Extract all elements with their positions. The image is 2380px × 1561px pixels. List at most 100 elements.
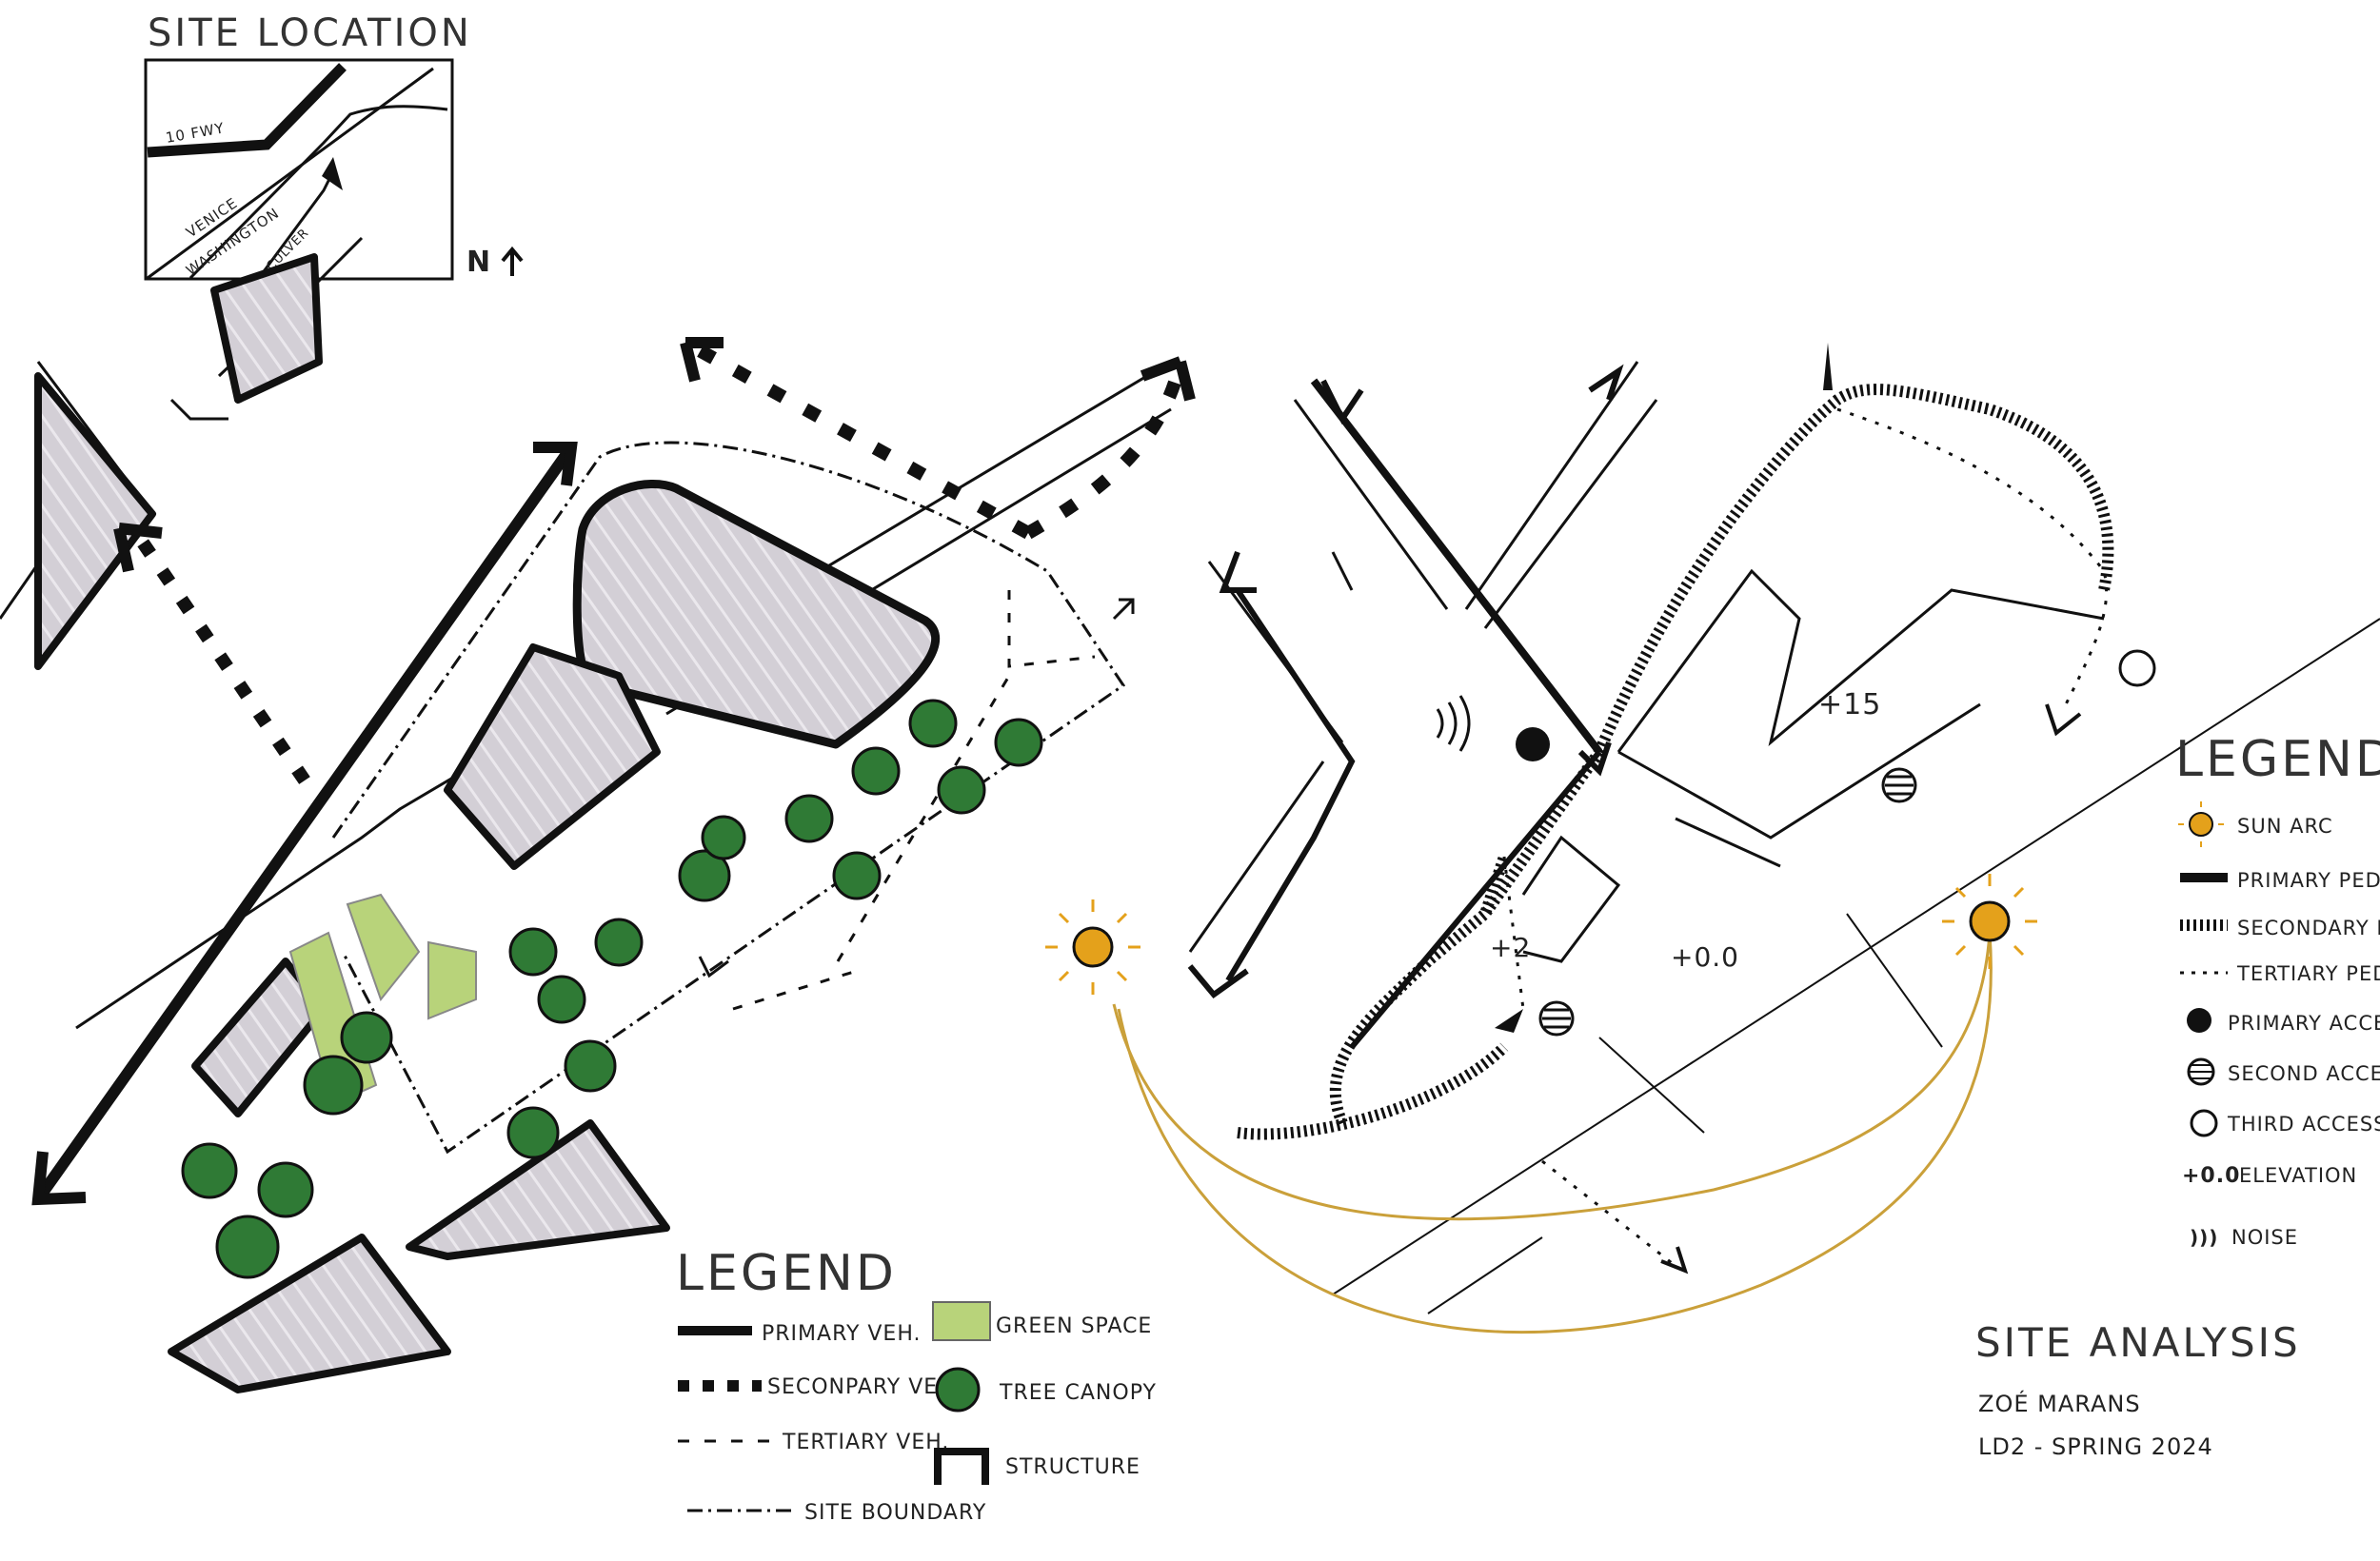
tertiary-pedestrian-arrow-icon <box>1660 1246 1689 1274</box>
tree-canopy <box>564 1039 617 1093</box>
tree-canopy <box>851 746 901 796</box>
tertiary-vehicle-arrow-icon <box>698 956 729 978</box>
tree-canopy-icon <box>935 1367 981 1413</box>
venice-road-line <box>147 67 434 280</box>
secondary-pedestrian-arrow-icon <box>1823 343 1833 390</box>
primary-pedestrian-arrow-icon <box>1577 741 1612 777</box>
secondary-pedestrian-route <box>1237 1042 1509 1140</box>
right-legend-title: LEGEND <box>2175 731 2380 788</box>
right-legend-label: PRIMARY PED. <box>2237 869 2380 892</box>
author-name: ZOÉ MARANS <box>1978 1390 2141 1417</box>
elevation-label: +15 <box>1818 688 1881 721</box>
primary-vehicle-arrow-icon <box>31 1151 87 1206</box>
tree-canopy-group <box>181 699 1043 1279</box>
tree-canopy <box>181 1142 238 1199</box>
structure-block <box>572 479 941 749</box>
secondary-vehicle-arrow-icon <box>113 523 163 573</box>
left-legend-label: PRIMARY VEH. <box>762 1322 921 1346</box>
left-legend: LEGEND PRIMARY VEH. SECONPARY VEH. TERTI… <box>676 1245 1157 1525</box>
left-legend-label: SITE BOUNDARY <box>804 1501 986 1525</box>
elevation-label: +2 <box>1490 932 1531 963</box>
green-space-area <box>427 940 477 1020</box>
primary-pedestrian-route <box>1349 750 1602 1049</box>
north-label: N <box>466 246 491 279</box>
left-legend-label: GREEN SPACE <box>996 1314 1152 1338</box>
second-access-hatch <box>1885 775 1914 796</box>
site-marker-triangle <box>322 157 343 190</box>
road-edge <box>169 398 228 421</box>
secondary-vehicle-route <box>1024 360 1187 540</box>
tree-canopy <box>340 1011 393 1064</box>
sun-icon <box>1942 874 2037 969</box>
primary-vehicle-route <box>33 444 576 1203</box>
primary-access-point <box>1516 727 1550 761</box>
structure-block <box>444 643 661 870</box>
primary-access-icon <box>2187 1008 2211 1033</box>
left-legend-label: TREE CANOPY <box>999 1381 1157 1405</box>
secondary-pedestrian-route <box>1329 855 1510 1126</box>
tertiary-vehicle-arrow-icon <box>1112 598 1135 621</box>
road-edge <box>1332 618 2380 1295</box>
right-legend-label: SECOND ACCESS <box>2228 1062 2380 1085</box>
title-block: SITE ANALYSIS ZOÉ MARANS LD2 - SPRING 20… <box>1975 1319 2298 1460</box>
right-legend-label: SUN ARC <box>2237 815 2333 838</box>
tree-canopy <box>506 1106 560 1159</box>
tree-canopy <box>701 815 746 860</box>
road-edge <box>1188 761 1325 953</box>
structure-outline <box>1616 568 2105 753</box>
elevation-label: +0.0 <box>1671 941 1739 973</box>
primary-pedestrian-arrow-icon <box>1187 964 1249 999</box>
road-edge <box>1483 399 1658 629</box>
structure-icon <box>934 1448 989 1485</box>
north-arrow-icon <box>501 246 524 276</box>
third-access-point <box>2118 649 2156 687</box>
road-edge <box>1331 551 1354 591</box>
green-space-icon <box>932 1301 991 1341</box>
primary-pedestrian-route <box>1310 378 1603 755</box>
primary-vehicle-arrow-icon <box>533 442 578 486</box>
structure-block <box>168 1234 451 1393</box>
elevation-icon: +0.0 <box>2182 1164 2240 1188</box>
right-legend-label: THIRD ACCESS <box>2227 1113 2380 1136</box>
property-line <box>1846 913 1943 1048</box>
right-legend-label: PRIMARY ACCESS <box>2228 1012 2380 1035</box>
tertiary-pedestrian-arrow-icon <box>2045 703 2082 737</box>
right-legend-label: SECONDARY PED <box>2237 917 2380 939</box>
course-label: LD2 - SPRING 2024 <box>1978 1433 2213 1460</box>
structure-block <box>406 1119 670 1260</box>
tree-canopy <box>303 1055 364 1116</box>
washington-road-line <box>188 105 448 280</box>
freeway-line <box>147 63 347 158</box>
right-legend-label: ELEVATION <box>2239 1164 2357 1187</box>
tertiary-pedestrian-route <box>1541 1159 1676 1268</box>
secondary-vehicle-arrow-icon <box>1140 356 1196 402</box>
sun-icon <box>1045 899 1140 995</box>
property-line <box>1598 1037 1705 1134</box>
vehicular-circulation-map <box>0 236 1196 1393</box>
road-edge <box>1293 399 1449 610</box>
tree-canopy <box>537 975 586 1024</box>
tree-canopy <box>784 794 834 843</box>
tree-canopy <box>832 851 882 900</box>
site-location-title: SITE LOCATION <box>148 11 472 55</box>
right-legend: LEGEND SUN ARC PRIMARY PED. SECONDARY PE… <box>2175 731 2380 1249</box>
tree-canopy <box>937 765 986 815</box>
green-space-area <box>346 893 421 1002</box>
road-edge <box>1427 1236 1543 1314</box>
sun-icon <box>2189 812 2213 837</box>
third-access-icon <box>2190 1109 2218 1137</box>
site-location-inset: SITE LOCATION 10 FWY VENICE WASHINGTON C… <box>144 11 524 281</box>
noise-icon <box>1436 695 1471 752</box>
tree-canopy <box>257 1161 314 1218</box>
tree-canopy <box>908 699 958 748</box>
secondary-vehicle-arrow-icon <box>680 337 724 383</box>
right-legend-label: NOISE <box>2231 1226 2298 1249</box>
secondary-pedestrian-route <box>1594 384 2114 755</box>
noise-icon: ))) <box>2190 1226 2218 1249</box>
primary-pedestrian-arrow-icon <box>1219 550 1257 593</box>
tree-canopy <box>678 849 731 902</box>
tree-canopy <box>508 927 558 977</box>
primary-pedestrian-route <box>1225 588 1356 982</box>
left-legend-title: LEGEND <box>676 1245 897 1302</box>
